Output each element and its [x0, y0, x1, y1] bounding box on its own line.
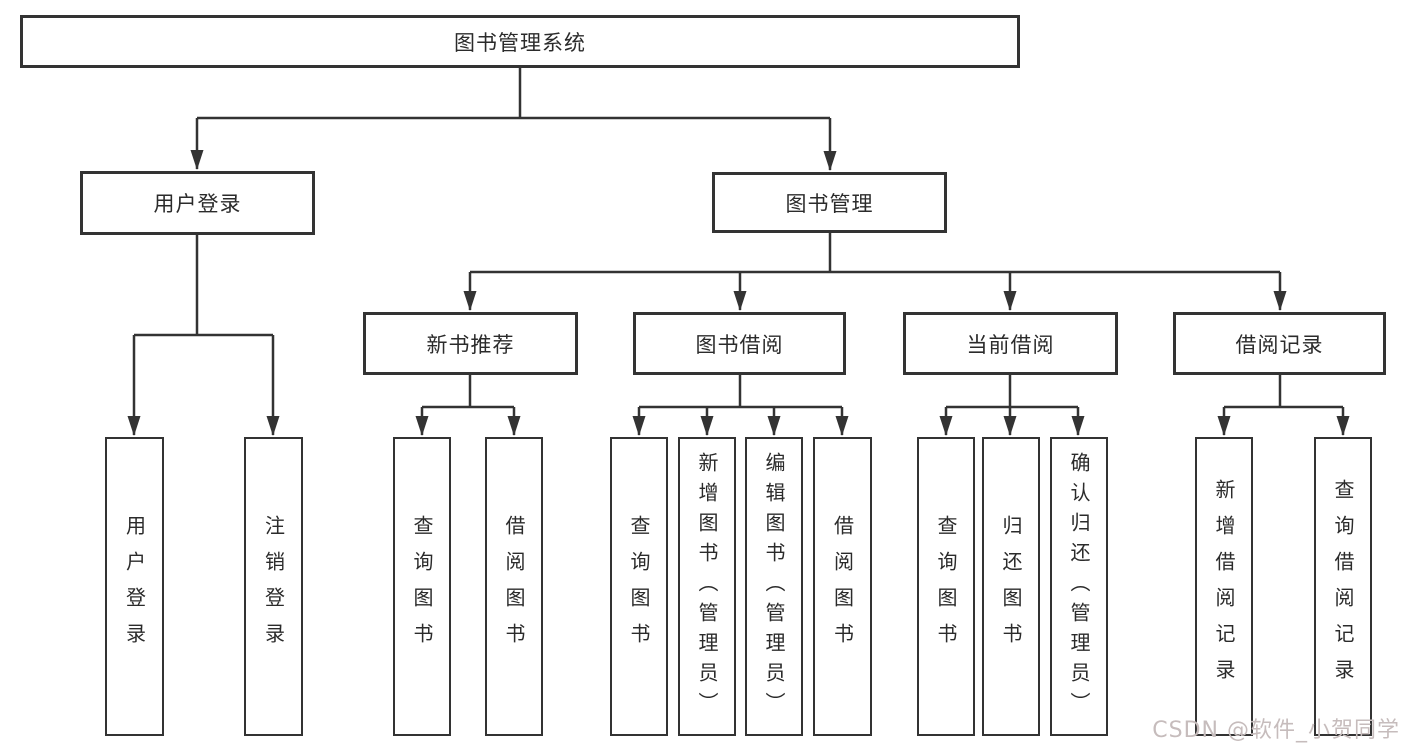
- connector-path: [197, 68, 830, 120]
- node-label: 用户登录: [153, 192, 242, 216]
- node-label: 新书推荐: [426, 332, 515, 357]
- leaf-query-books-recommend: 查询图书: [393, 437, 451, 736]
- node-label: 新增借阅记录: [1212, 478, 1236, 695]
- leaf-add-books-admin: 新增图书（管理员）: [678, 437, 736, 736]
- node-label: 注销登录: [261, 514, 286, 659]
- leaf-query-books-current: 查询图书: [917, 437, 975, 736]
- node-library-management-system: 图书管理系统: [20, 15, 1020, 68]
- node-label: 图书管理系统: [454, 30, 586, 55]
- csdn-watermark: CSDN @软件_小贺同学: [1152, 718, 1400, 743]
- connector-path: [639, 375, 842, 409]
- node-label: 当前借阅: [966, 332, 1055, 357]
- node-borrowing-records: 借阅记录: [1173, 312, 1386, 375]
- node-label: 查询借阅记录: [1331, 478, 1355, 695]
- connector-path: [422, 375, 514, 409]
- node-label: 查询图书: [410, 514, 434, 659]
- node-book-borrowing: 图书借阅: [633, 312, 846, 375]
- node-label: 确认归还（管理员）: [1067, 451, 1091, 722]
- node-label: 查询图书: [627, 514, 651, 659]
- connector-path: [946, 375, 1078, 409]
- leaf-query-books-borrow: 查询图书: [610, 437, 668, 736]
- node-book-management: 图书管理: [712, 172, 947, 233]
- leaf-edit-books-admin: 编辑图书（管理员）: [745, 437, 803, 736]
- node-label: 图书管理: [785, 191, 874, 216]
- node-label: 新增图书（管理员）: [695, 451, 719, 722]
- node-user-login: 用户登录: [80, 171, 315, 235]
- node-label: 借阅图书: [502, 514, 526, 659]
- node-new-book-recommendation: 新书推荐: [363, 312, 578, 375]
- leaf-borrow-books-recommend: 借阅图书: [485, 437, 543, 736]
- node-label: 图书借阅: [695, 332, 784, 357]
- node-label: 查询图书: [934, 514, 958, 659]
- connector-path: [1224, 375, 1343, 409]
- node-label: 归还图书: [999, 514, 1023, 659]
- leaf-query-borrow-record: 查询借阅记录: [1314, 437, 1372, 736]
- node-current-borrowing: 当前借阅: [903, 312, 1118, 375]
- leaf-borrow-books: 借阅图书: [813, 437, 872, 736]
- leaf-confirm-return-admin: 确认归还（管理员）: [1050, 437, 1108, 736]
- connector-path: [470, 233, 1280, 274]
- leaf-return-books: 归还图书: [982, 437, 1040, 736]
- leaf-add-borrow-record: 新增借阅记录: [1195, 437, 1253, 736]
- leaf-logout: 注销登录: [244, 437, 303, 736]
- connector-path: [134, 235, 273, 337]
- node-label: 编辑图书（管理员）: [762, 451, 786, 722]
- node-label: 借阅记录: [1235, 332, 1324, 357]
- node-label: 用户登录: [122, 514, 147, 659]
- node-label: 借阅图书: [830, 514, 855, 659]
- leaf-user-login: 用户登录: [105, 437, 164, 736]
